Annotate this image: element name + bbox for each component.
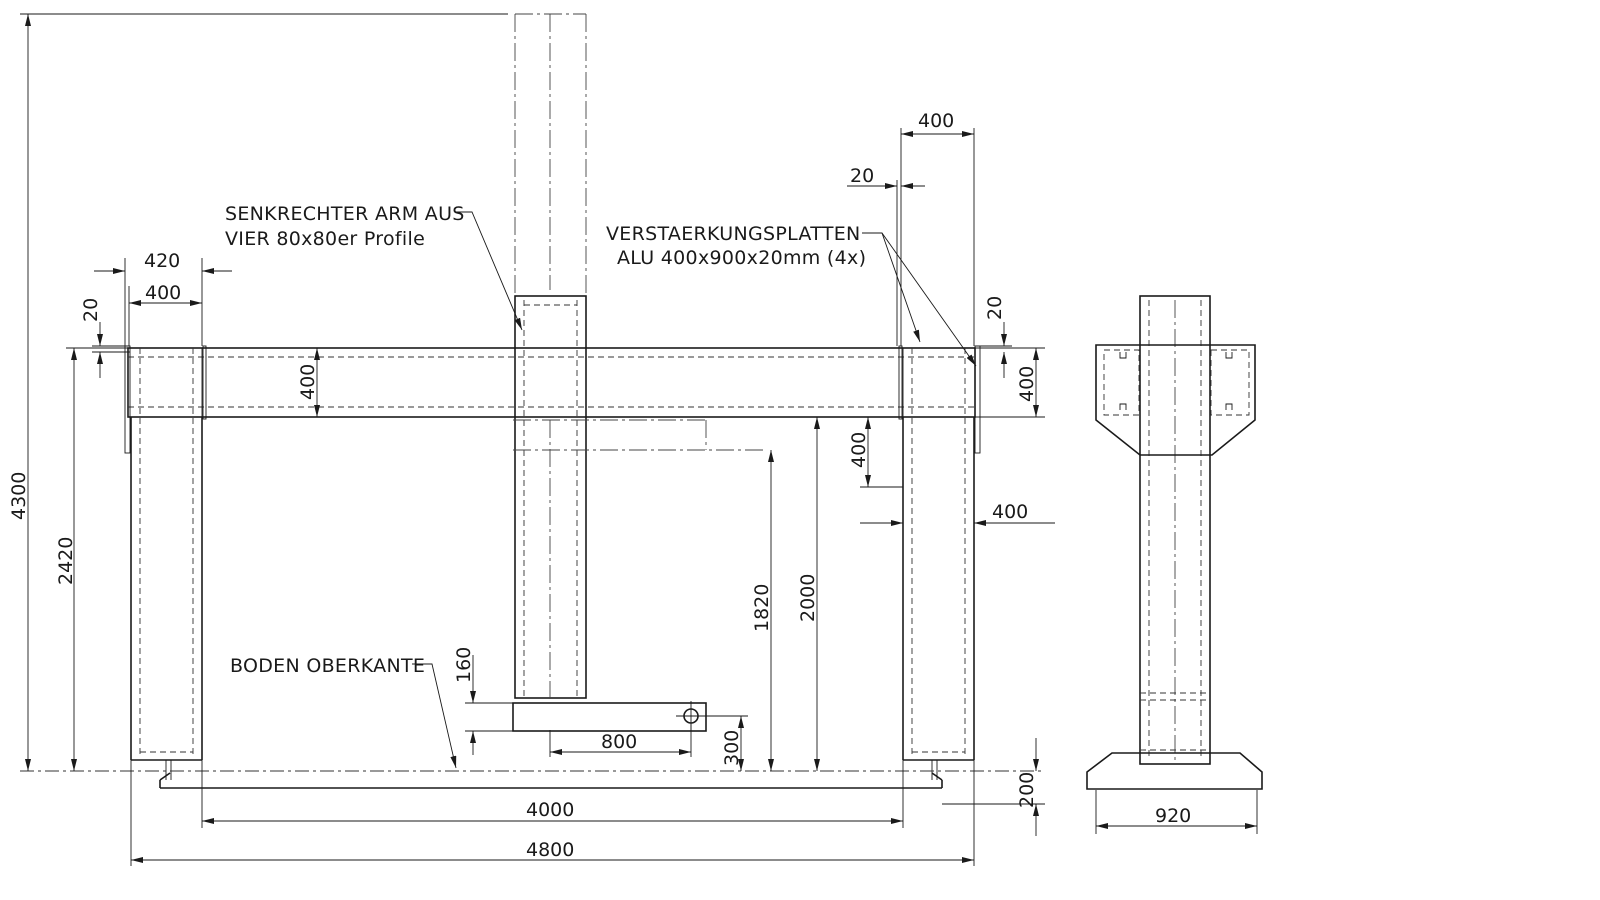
dim-base-200: 200: [1016, 772, 1038, 808]
annotations: SENKRECHTER ARM AUS VIER 80x80er Profile…: [225, 203, 977, 769]
dim-beam-height-right: 400: [1016, 366, 1038, 402]
dim-left-height: 2420: [55, 537, 77, 585]
dim-arm-height: 1820: [751, 584, 773, 632]
dim-right-side-400: 400: [992, 501, 1028, 523]
side-base: [1086, 752, 1263, 790]
dim-right-lower-400: 400: [848, 432, 870, 468]
leader-plates-1: [862, 232, 921, 343]
dim-foot-800: 800: [601, 731, 637, 753]
dim-right-plate-offset: 20: [850, 165, 874, 187]
arm-upper-phantom: [514, 13, 587, 296]
dim-foot-300: 300: [721, 730, 743, 766]
right-reinforcement-plates: [898, 345, 981, 454]
label-arm-line1: SENKRECHTER ARM AUS: [225, 203, 465, 225]
arm-retracted-phantom: [513, 419, 766, 451]
dim-foot-160: 160: [453, 647, 475, 683]
dim-outer-width: 4800: [526, 839, 574, 861]
side-post: [1139, 295, 1211, 765]
base-frame: [159, 760, 943, 789]
dim-right-post-width: 400: [918, 110, 954, 132]
leader-arm: [456, 211, 523, 331]
side-crossbeam-profile: [1095, 344, 1256, 456]
label-plates-line1: VERSTAERKUNGSPLATTEN: [606, 223, 861, 245]
leader-floor: [412, 663, 457, 769]
dim-inner-width: 4000: [526, 799, 574, 821]
side-view: [1086, 295, 1263, 790]
dim-left-post-width: 400: [145, 282, 181, 304]
label-arm-line2: VIER 80x80er Profile: [225, 228, 425, 250]
dim-clear-height: 2000: [797, 574, 819, 622]
leader-plates-2: [881, 232, 977, 367]
dim-total-height: 4300: [8, 472, 30, 520]
vertical-arm: [514, 295, 587, 700]
dimensions: 4300 2420 20 420 400 400 400 20: [8, 13, 1258, 866]
label-plates-line2: ALU 400x900x20mm (4x): [617, 247, 866, 269]
dim-left-plate-thickness: 20: [80, 298, 102, 322]
right-post: [902, 348, 975, 761]
left-reinforcement-plates: [124, 345, 207, 454]
dim-left-plate-width: 420: [144, 250, 180, 272]
front-view: [20, 13, 1045, 789]
left-post: [130, 348, 203, 761]
arm-foot: [512, 701, 707, 732]
dim-beam-height: 400: [297, 364, 319, 400]
dim-side-width: 920: [1155, 805, 1191, 827]
label-floor: BODEN OBERKANTE: [230, 655, 425, 677]
dim-right-plate-thickness: 20: [984, 296, 1006, 320]
